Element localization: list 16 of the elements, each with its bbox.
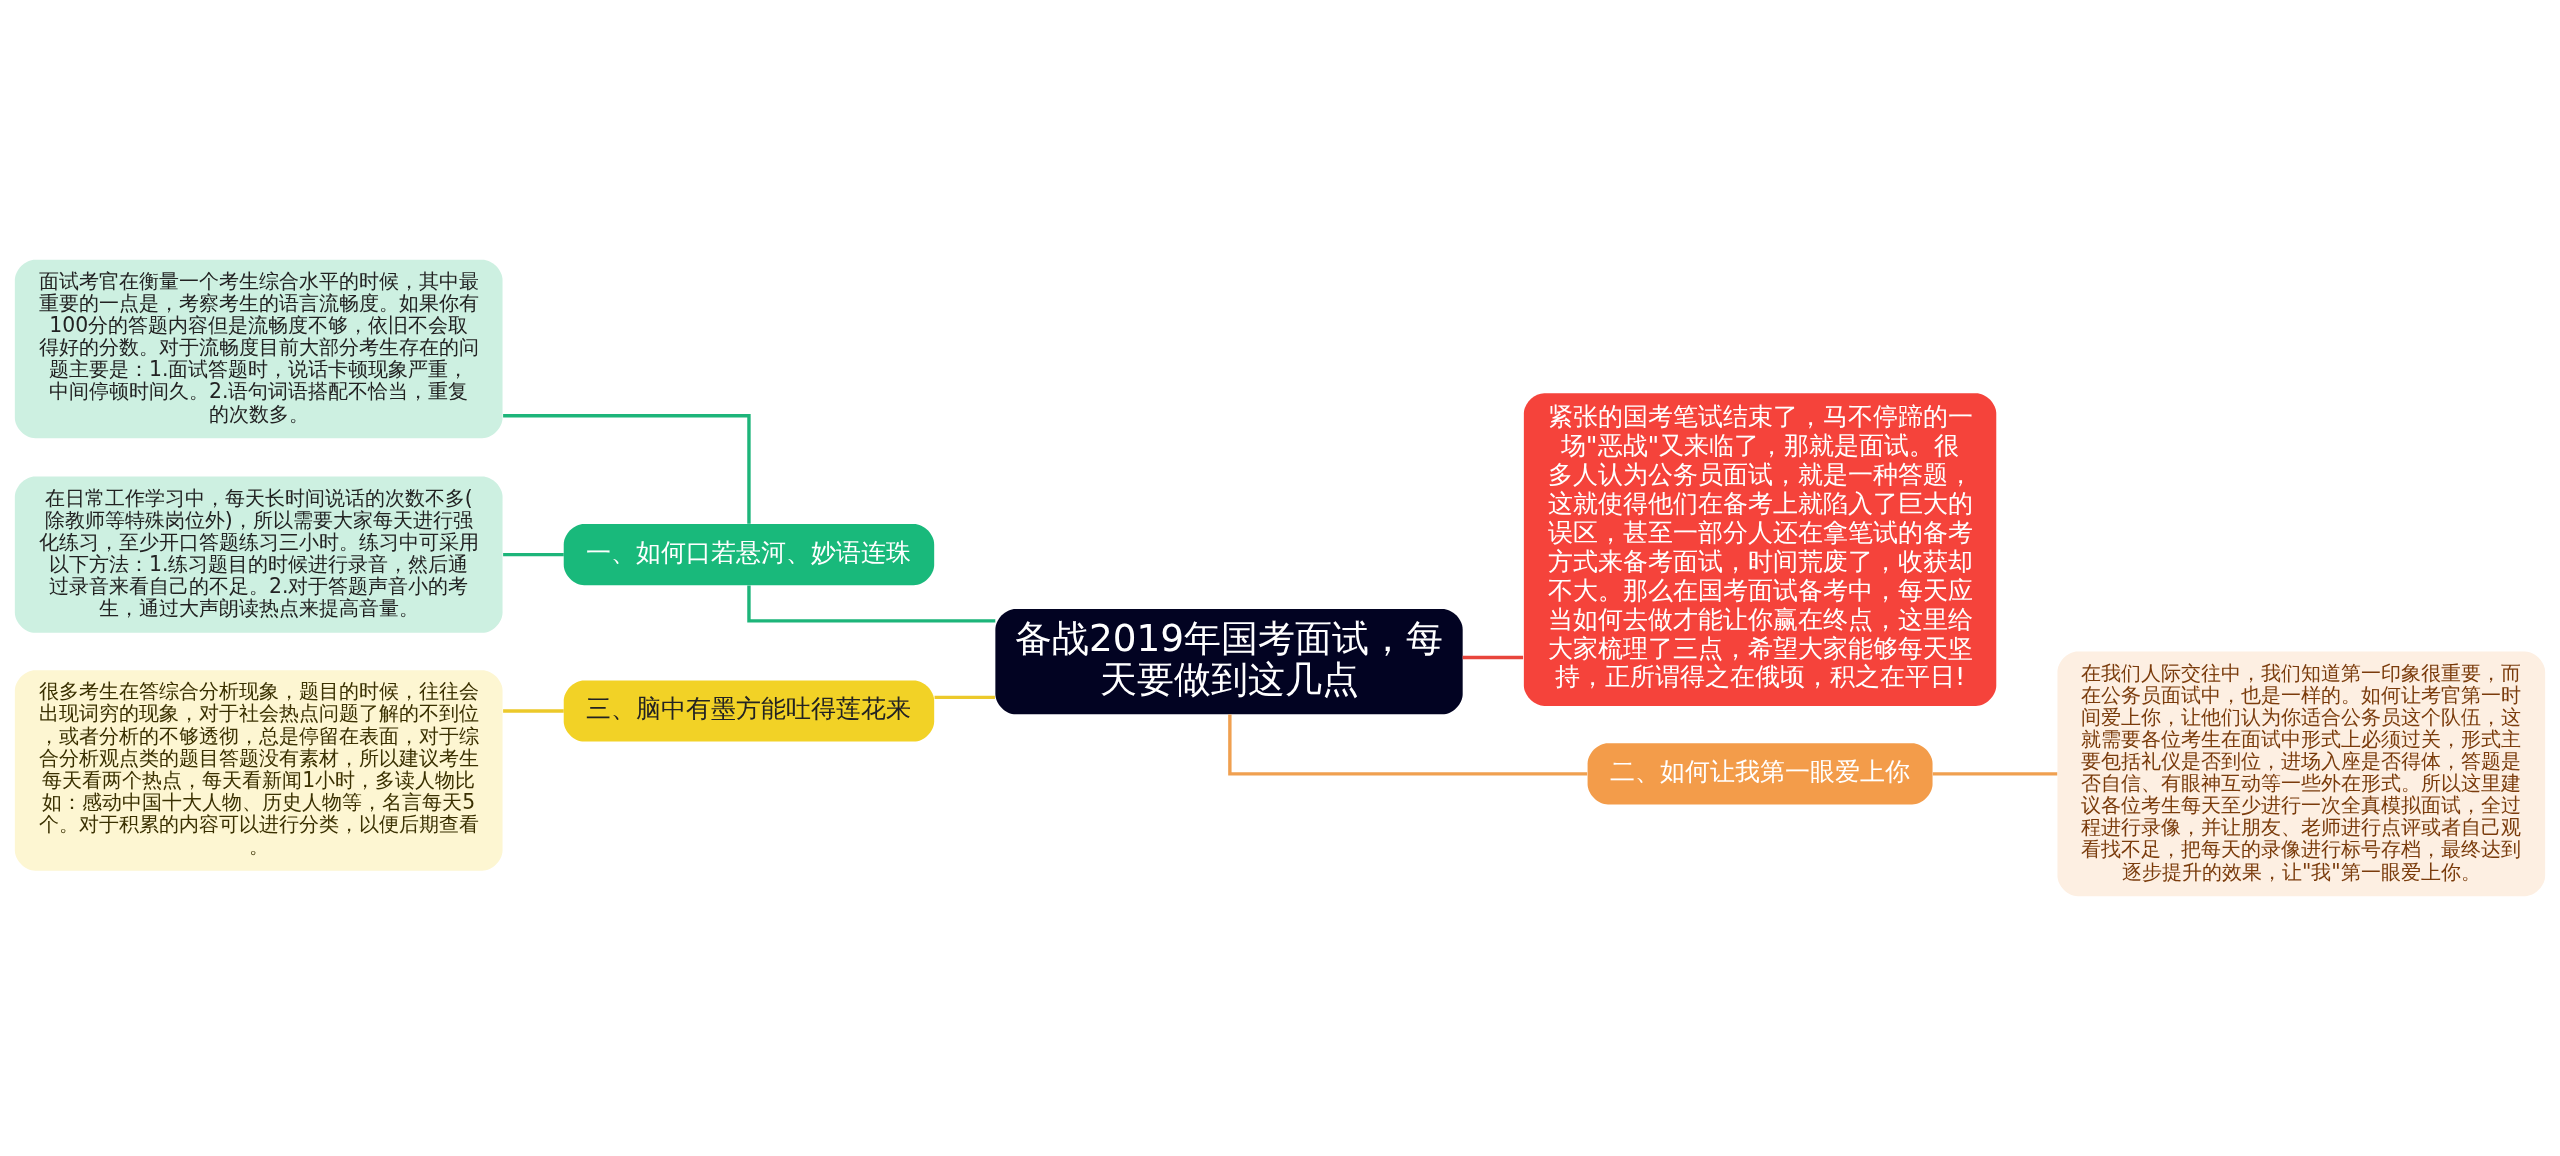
node-box: 一、如何口若悬河、妙语连珠	[563, 524, 935, 586]
node-box: 在日常工作学习中，每天长时间说话的次数不多(除教师等特殊岗位外)，所以需要大家每天进行强化练习，至少开口答题练习三小时。练习中可采用以下方法：1.练习题目的时候进行录音，然后通过录音来看自己的不足。2.对于答题声音小的考生，通过大声朗读热点来提高音量。	[14, 476, 503, 633]
connector	[1228, 714, 1588, 776]
connector	[503, 414, 751, 524]
connector	[503, 552, 564, 557]
connector	[503, 709, 564, 713]
node-box: 面试考官在衡量一个考生综合水平的时候，其中最重要的一点是，考察考生的语言流畅度。如果你有100分的答题内容但是流畅度不够，依旧不会取得好的分数。对于流畅度目前大部分考生存在的问题主要是：1.面试答题时，说话卡顿现象严重，中间停顿时间久。2.语句词语搭配不恰当，重复的次数多。	[14, 259, 503, 439]
node-box: 二、如何让我第一眼爱上你	[1587, 743, 1933, 805]
connector	[934, 695, 995, 700]
connector	[1462, 655, 1524, 660]
node-box: 三、脑中有墨方能吐得莲花来	[563, 680, 935, 742]
node-box: 在我们人际交往中，我们知道第一印象很重要，而在公务员面试中，也是一样的。如何让考官第一时间爱上你，让他们认为你适合公务员这个队伍，这就需要各位考生在面试中形式上必须过关，形式主要包括礼仪是否到位，进场入座是否得体，答题是否自信、有眼神互动等一些外在形式。所以这里建议各位考生每天至少进行一次全真模拟面试，全过程进行录像，并让朋友、老师进行点评或者自己观看找不足，把每天的录像进行标号存档，最终达到逐步提升的效果，让"我"第一眼爱上你。	[2057, 651, 2546, 897]
connector	[1932, 772, 2058, 776]
node-box: 备战2019年国考面试，每天要做到这几点	[995, 609, 1463, 715]
node-box: 很多考生在答综合分析现象，题目的时候，往往会出现词穷的现象，对于社会热点问题了解的不到位，或者分析的不够透彻，总是停留在表面，对于综合分析观点类的题目答题没有素材，所以建议考生每天看两个热点，每天看新闻1小时，多读人物比如：感动中国十大人物、历史人物等，名言每天5个。对于积累的内容可以进行分类，以便后期查看。	[14, 670, 503, 871]
node-box: 紧张的国考笔试结束了，马不停蹄的一场"恶战"又来临了，那就是面试。很多人认为公务员面试，就是一种答题，这就使得他们在备考上就陷入了巨大的误区，甚至一部分人还在拿笔试的备考方式来备考面试，时间荒废了，收获却不大。那么在国考面试备考中，每天应当如何去做才能让你赢在终点，这里给大家梳理了三点，希望大家能够每天坚持，正所谓得之在俄顷，积之在平日!	[1523, 393, 1997, 706]
